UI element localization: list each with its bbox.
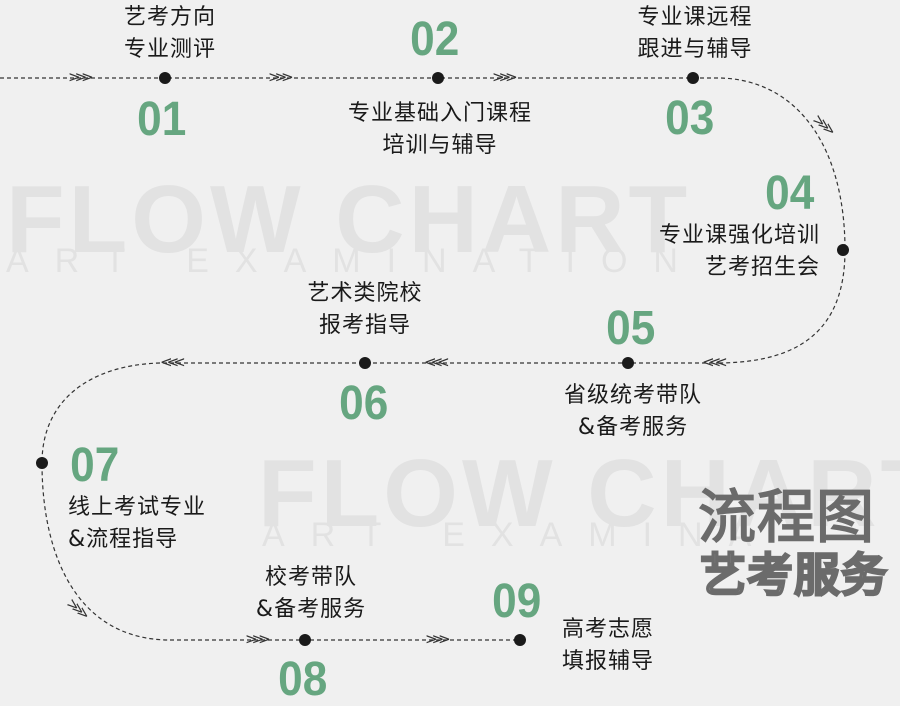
- step-05-dot: [622, 357, 634, 369]
- step-09-dot: [514, 634, 526, 646]
- watermark-flow-chart-top: FLOW CHART: [6, 166, 692, 273]
- arrow-right-icon: >>>: [492, 68, 518, 86]
- flowchart-title: 流程图: [698, 483, 876, 551]
- step-03-number: 03: [665, 92, 715, 145]
- arrow-right-icon: >>>: [245, 630, 271, 648]
- arrow-left-icon: <<<: [160, 353, 186, 371]
- step-02-dot: [432, 72, 444, 84]
- flowchart-subtitle: 艺考服务: [699, 548, 888, 602]
- step-02-number: 02: [410, 13, 460, 66]
- step-07-number: 07: [70, 439, 120, 492]
- step-09-label: 高考志愿 填报辅导: [562, 617, 655, 674]
- step-07-dot: [36, 457, 48, 469]
- step-01-dot: [159, 72, 171, 84]
- watermark-art-examination-top: ART EXAMINATION: [6, 242, 704, 280]
- step-08-label: 校考带队 &备考服务: [255, 565, 367, 622]
- step-01-number: 01: [137, 93, 187, 146]
- arrow-left-icon: <<<: [702, 353, 728, 371]
- step-04-number: 04: [765, 167, 815, 220]
- watermark-art-examination-bottom: ART EXAMINA: [262, 516, 778, 554]
- watermark-flow-chart-bottom: FLOW CHART: [258, 440, 900, 547]
- step-09-number: 09: [492, 575, 542, 628]
- step-03-label: 专业课远程 跟进与辅导: [637, 5, 753, 62]
- arrow-right-icon: >>>: [68, 68, 94, 86]
- step-05-number: 05: [606, 302, 656, 355]
- step-06-number: 06: [339, 377, 389, 430]
- step-06-dot: [359, 357, 371, 369]
- step-02-label: 专业基础入门课程 培训与辅导: [347, 101, 532, 158]
- step-04-label: 专业课强化培训 艺考招生会: [658, 223, 820, 280]
- arrow-right-icon: >>>: [425, 630, 451, 648]
- arrow-right-icon: >>>: [268, 68, 294, 86]
- arrow-left-icon: <<<: [424, 353, 450, 371]
- step-04-dot: [837, 244, 849, 256]
- step-07-label: 线上考试专业 &流程指导: [68, 495, 207, 552]
- step-08-dot: [299, 634, 311, 646]
- step-08-number: 08: [278, 653, 328, 706]
- step-05-label: 省级统考带队 &备考服务: [563, 383, 702, 440]
- step-06-label: 艺术类院校 报考指导: [307, 281, 423, 338]
- step-01-label: 艺考方向 专业测评: [123, 5, 216, 62]
- step-03-dot: [687, 72, 699, 84]
